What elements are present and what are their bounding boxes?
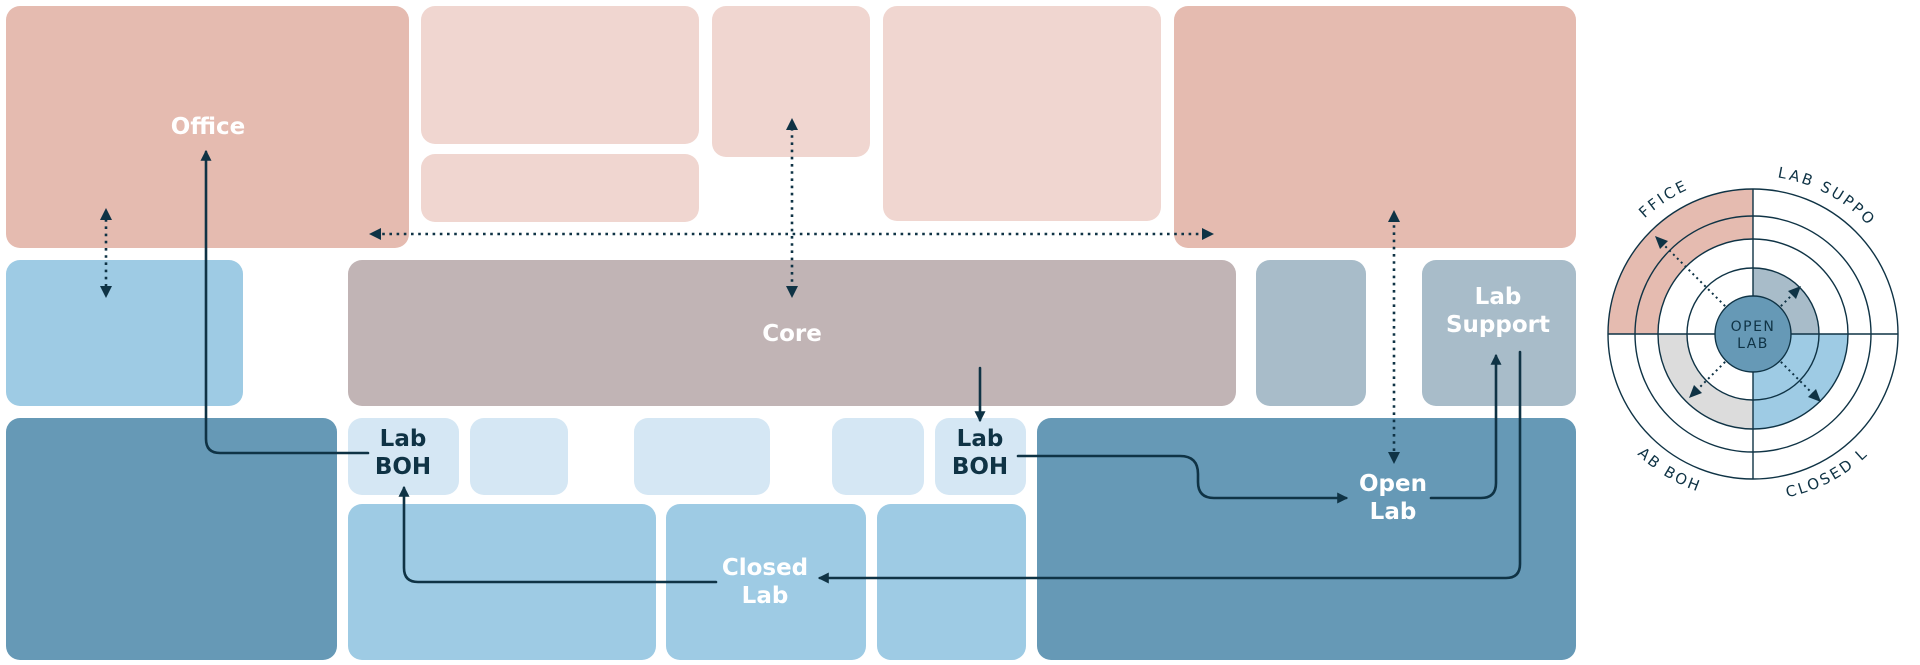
office-support-block-2 [421, 154, 699, 222]
arrowhead-left-office [369, 228, 381, 240]
dotted-arrow-heads [100, 118, 1400, 464]
wheel-arrowhead-closed-lab [1808, 389, 1821, 402]
lab-support-to-closed-lab-arrow [817, 350, 1522, 584]
block-labels: Office Core Lab Support Lab BOH Lab BOH … [171, 114, 1550, 609]
open-lab-label-line2: Lab [1370, 499, 1417, 525]
lab-support-label-line2: Support [1446, 312, 1550, 338]
lab-boh-left-label-line2: BOH [375, 454, 431, 480]
lab-boh-block-right [935, 418, 1026, 495]
wheel-arrow-closed-lab [1776, 357, 1816, 397]
office-support-block-4 [883, 6, 1161, 221]
open-lab-block [1037, 418, 1576, 660]
wheel-arrowhead-lab-boh [1689, 385, 1702, 398]
lab-boh-block-3 [634, 418, 770, 495]
lab-boh-right-label-line2: BOH [952, 454, 1008, 480]
office-block-right [1174, 6, 1576, 248]
lab-boh-to-office-arrow [200, 149, 370, 455]
wheel-center-label-line2: LAB [1737, 336, 1769, 352]
open-lab-to-lab-support-arrow [1429, 353, 1502, 500]
lab-support-block-small [1256, 260, 1366, 406]
arrowhead-down-closed-lab-left [100, 286, 112, 298]
office-label: Office [171, 114, 245, 140]
lab-boh-right-label-line1: Lab [957, 426, 1004, 452]
closed-lab-block-2 [666, 504, 866, 660]
closed-lab-to-lab-boh-arrow [398, 485, 718, 584]
arrowhead-right-office [1202, 228, 1214, 240]
wheel-office-fill [1608, 189, 1753, 334]
arrowhead-up-office-left [100, 208, 112, 220]
wheel-center-label-line1: OPEN [1731, 319, 1776, 335]
lab-support-block [1422, 260, 1576, 406]
lab-boh-block-2 [470, 418, 568, 495]
closed-lab-label-line1: Closed [722, 555, 808, 581]
closed-lab-block-3 [877, 504, 1026, 660]
flow-arrows [200, 149, 1522, 584]
wheel-arrowhead-lab-support [1788, 286, 1801, 299]
office-block [6, 6, 409, 248]
arrowhead-down-open-lab [1388, 452, 1400, 464]
wheel-arrow-lab-boh [1694, 357, 1730, 393]
lab-boh-block-4 [832, 418, 924, 495]
open-lab-block-left [6, 418, 337, 660]
closed-lab-label-line2: Lab [742, 583, 789, 609]
wheel-arrowhead-office [1655, 236, 1668, 249]
arrowhead-up-office-right [1388, 210, 1400, 222]
office-support-block-3 [712, 6, 870, 157]
open-lab-label-line1: Open [1359, 471, 1427, 497]
wheel-center-open-lab [1714, 295, 1792, 373]
arrowhead-down-core [786, 286, 798, 298]
office-support-block-1 [421, 6, 699, 144]
lab-boh-left-label-line1: Lab [380, 426, 427, 452]
arrowhead-up-office-support [786, 118, 798, 130]
core-label: Core [762, 321, 822, 347]
core-block [348, 260, 1236, 406]
lab-boh-to-open-lab-arrow [1016, 454, 1349, 504]
closed-lab-block-left [6, 260, 243, 406]
blocks [6, 6, 1576, 660]
lab-support-label-line1: Lab [1475, 284, 1522, 310]
adjacency-wheel-legend: OPEN LAB OFFICE LAB SUPPORT CLOSED LAB L… [1607, 163, 1899, 501]
lab-boh-block-left [348, 418, 459, 495]
